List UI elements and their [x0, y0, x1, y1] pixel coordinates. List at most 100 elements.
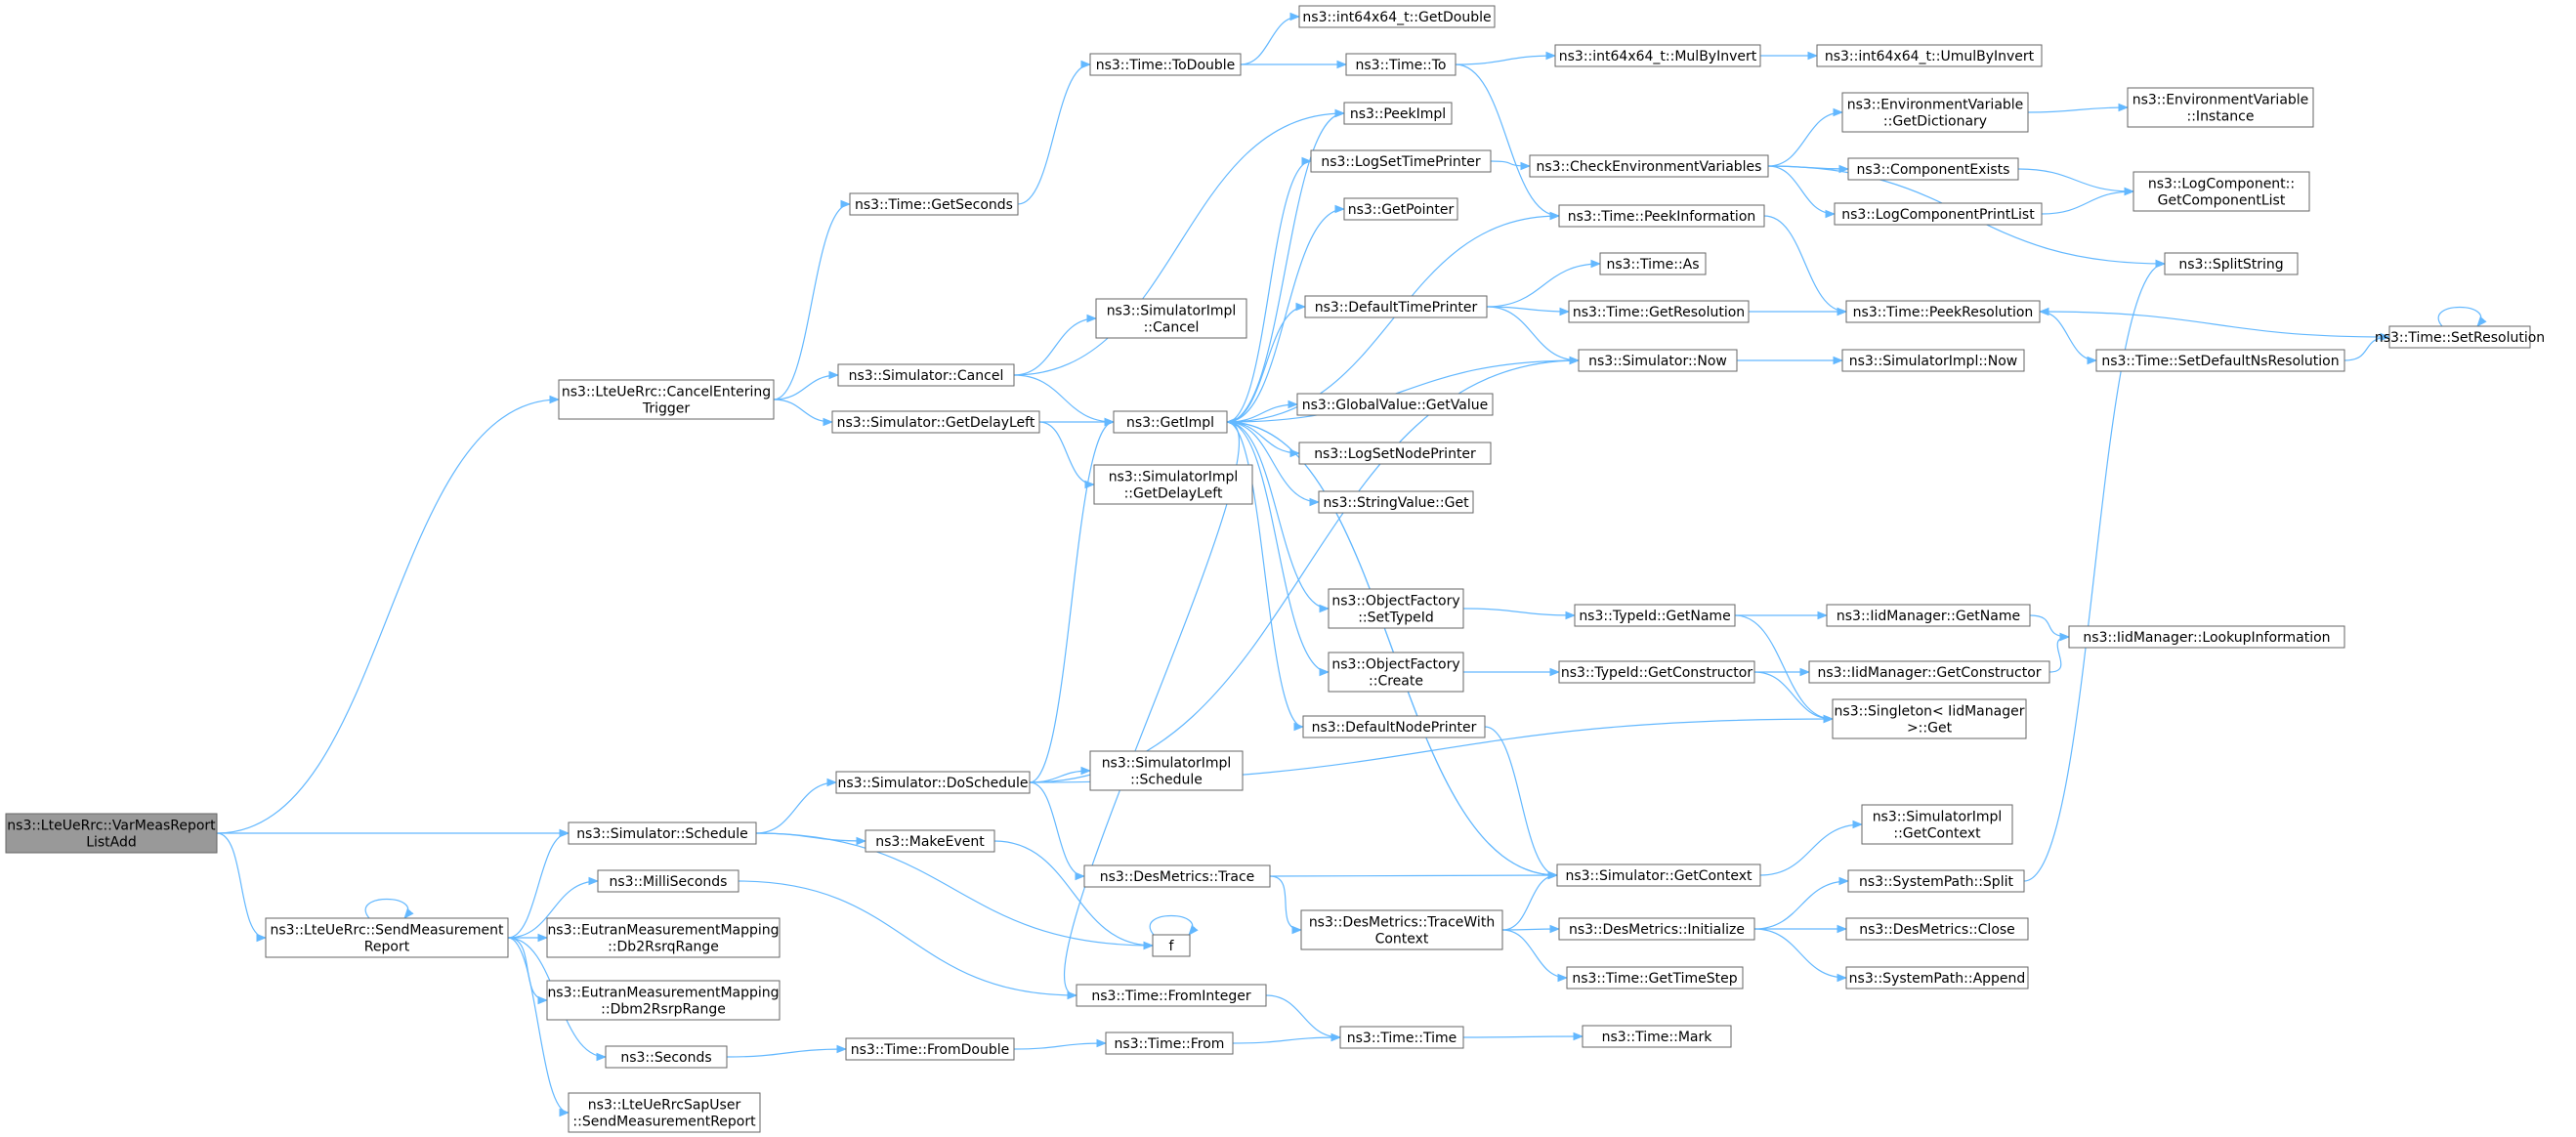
- node-env-instance[interactable]: ns3::EnvironmentVariable::Instance: [2127, 87, 2314, 128]
- node-of-set-type-id[interactable]: ns3::ObjectFactory::SetTypeId: [1328, 588, 1464, 629]
- edge-env-get-dict-to-env-instance: [2027, 103, 2130, 113]
- node-of-create[interactable]: ns3::ObjectFactory::Create: [1328, 652, 1464, 693]
- node-singleton-get[interactable]: ns3::Singleton< IidManager>::Get: [1832, 698, 2027, 739]
- node-split-string[interactable]: ns3::SplitString: [2164, 252, 2299, 275]
- edge-get-impl-to-def-time-printer: [1226, 302, 1307, 423]
- node-peek-info[interactable]: ns3::Time::PeekInformation: [1558, 204, 1765, 228]
- node-box: [1296, 393, 1494, 416]
- node-box: [1089, 750, 1244, 791]
- node-get-delay-left[interactable]: ns3::Simulator::GetDelayLeft: [831, 410, 1040, 434]
- node-label: ns3::Time::To: [1356, 58, 1447, 73]
- node-get-resolution[interactable]: ns3::Time::GetResolution: [1568, 300, 1750, 323]
- node-sap-send[interactable]: ns3::LteUeRrcSapUser::SendMeasurementRep…: [568, 1092, 761, 1133]
- node-iid-get-name[interactable]: ns3::IidManager::GetName: [1826, 604, 2031, 627]
- node-impl-now[interactable]: ns3::SimulatorImpl::Now: [1841, 349, 2025, 372]
- node-str-get[interactable]: ns3::StringValue::Get: [1318, 490, 1474, 514]
- node-from-integer[interactable]: ns3::Time::FromInteger: [1076, 984, 1267, 1007]
- node-umul-by-invert[interactable]: ns3::int64x64_t::UmulByInvert: [1816, 44, 2043, 67]
- node-label: ns3::DesMetrics::Close: [1859, 922, 2015, 938]
- node-milli[interactable]: ns3::MilliSeconds: [597, 869, 739, 893]
- node-box: [1578, 349, 1738, 372]
- node-time-from[interactable]: ns3::Time::From: [1105, 1032, 1234, 1055]
- node-make-event[interactable]: ns3::MakeEvent: [865, 829, 995, 853]
- node-time-time[interactable]: ns3::Time::Time: [1339, 1026, 1464, 1049]
- node-sys-split[interactable]: ns3::SystemPath::Split: [1847, 869, 2025, 893]
- node-label: ns3::LteUeRrc::CancelEntering: [562, 385, 771, 400]
- node-dbm2rsrp[interactable]: ns3::EutranMeasurementMapping::Dbm2RsrpR…: [546, 980, 781, 1021]
- node-def-time-printer[interactable]: ns3::DefaultTimePrinter: [1304, 295, 1488, 318]
- node-from-double[interactable]: ns3::Time::FromDouble: [845, 1037, 1015, 1061]
- node-db2rsrq[interactable]: ns3::EutranMeasurementMapping::Db2RsrqRa…: [546, 917, 781, 958]
- edge-f-to-f: [1149, 915, 1199, 936]
- node-box: [1845, 966, 2029, 990]
- node-box: [1582, 1025, 1732, 1048]
- node-label: ::Db2RsrqRange: [608, 940, 719, 955]
- node-label: ns3::SimulatorImpl: [1102, 756, 1232, 772]
- node-def-node-printer[interactable]: ns3::DefaultNodePrinter: [1302, 715, 1486, 738]
- node-gv-get-value[interactable]: ns3::GlobalValue::GetValue: [1296, 393, 1494, 416]
- node-log-set-time[interactable]: ns3::LogSetTimePrinter: [1310, 149, 1492, 173]
- node-des-close[interactable]: ns3::DesMetrics::Close: [1845, 917, 2029, 941]
- node-peek-impl[interactable]: ns3::PeekImpl: [1343, 102, 1453, 125]
- node-get-seconds[interactable]: ns3::Time::GetSeconds: [849, 192, 1019, 216]
- node-send-mr[interactable]: ns3::LteUeRrc::SendMeasurementReport: [265, 917, 509, 958]
- node-get-impl[interactable]: ns3::GetImpl: [1113, 410, 1228, 434]
- node-sys-append[interactable]: ns3::SystemPath::Append: [1845, 966, 2029, 990]
- node-label: ns3::LteUeRrc::SendMeasurement: [271, 923, 504, 939]
- edge-cancel-trig-to-sim-cancel: [773, 370, 840, 400]
- node-set-resolution[interactable]: ns3::Time::SetResolution: [2375, 325, 2545, 349]
- node-iid-get-ctor[interactable]: ns3::IidManager::GetConstructor: [1808, 660, 2050, 684]
- edge-get-impl-to-get-pointer: [1226, 204, 1346, 423]
- node-comp-exists[interactable]: ns3::ComponentExists: [1847, 157, 2019, 181]
- edge-send-mr-to-milli: [507, 876, 600, 939]
- node-time-mark[interactable]: ns3::Time::Mark: [1582, 1025, 1732, 1048]
- node-impl-schedule[interactable]: ns3::SimulatorImpl::Schedule: [1089, 750, 1244, 791]
- node-int64-get-double[interactable]: ns3::int64x64_t::GetDouble: [1298, 5, 1496, 28]
- edge-check-env-to-log-comp-print: [1767, 165, 1837, 219]
- node-peek-res[interactable]: ns3::Time::PeekResolution: [1845, 300, 2041, 323]
- node-env-get-dict[interactable]: ns3::EnvironmentVariable::GetDictionary: [1841, 92, 2029, 133]
- edge-cancel-trig-to-get-seconds: [773, 199, 852, 400]
- edge-get-impl-to-def-node-printer: [1226, 421, 1305, 732]
- node-set-def-ns[interactable]: ns3::Time::SetDefaultNsResolution: [2095, 349, 2345, 372]
- node-log-comp-get-list[interactable]: ns3::LogComponent::GetComponentList: [2133, 171, 2310, 212]
- node-time-as[interactable]: ns3::Time::As: [1599, 252, 1707, 275]
- node-box: [845, 1037, 1015, 1061]
- edge-make-event-to-f: [993, 840, 1155, 950]
- node-box: [1599, 252, 1707, 275]
- node-des-trace[interactable]: ns3::DesMetrics::Trace: [1083, 864, 1271, 888]
- node-impl-get-context[interactable]: ns3::SimulatorImpl::GetContext: [1861, 804, 2013, 845]
- node-iid-lookup[interactable]: ns3::IidManager::LookupInformation: [2068, 625, 2345, 649]
- node-type-get-ctor[interactable]: ns3::TypeId::GetConstructor: [1558, 660, 1755, 684]
- node-log-set-node[interactable]: ns3::LogSetNodePrinter: [1298, 442, 1492, 465]
- edge-peek-info-to-peek-res: [1763, 215, 1848, 316]
- node-check-env[interactable]: ns3::CheckEnvironmentVariables: [1529, 154, 1769, 178]
- node-sim-cancel[interactable]: ns3::Simulator::Cancel: [837, 363, 1015, 387]
- node-impl-delay[interactable]: ns3::SimulatorImpl::GetDelayLeft: [1093, 464, 1253, 505]
- node-get-pointer[interactable]: ns3::GetPointer: [1343, 197, 1458, 221]
- node-do-schedule[interactable]: ns3::Simulator::DoSchedule: [835, 771, 1031, 794]
- node-label: ns3::Time::FromInteger: [1091, 989, 1250, 1004]
- node-to-double[interactable]: ns3::Time::ToDouble: [1089, 53, 1242, 76]
- edge-check-env-to-env-get-dict: [1767, 107, 1844, 167]
- node-label: ns3::Time::As: [1606, 257, 1699, 273]
- node-f[interactable]: f: [1152, 934, 1191, 957]
- node-get-context[interactable]: ns3::Simulator::GetContext: [1556, 863, 1761, 887]
- node-schedule[interactable]: ns3::Simulator::Schedule: [568, 821, 757, 845]
- node-impl-cancel[interactable]: ns3::SimulatorImpl::Cancel: [1095, 298, 1247, 339]
- node-sim-now[interactable]: ns3::Simulator::Now: [1578, 349, 1738, 372]
- node-time-to[interactable]: ns3::Time::To: [1345, 53, 1457, 76]
- node-log-comp-print[interactable]: ns3::LogComponentPrintList: [1834, 202, 2043, 226]
- node-get-time-step[interactable]: ns3::Time::GetTimeStep: [1566, 966, 1744, 990]
- node-mul-by-invert[interactable]: ns3::int64x64_t::MulByInvert: [1554, 44, 1761, 67]
- edge-trace-with-to-des-init: [1501, 924, 1561, 934]
- node-label: ns3::Singleton< IidManager: [1835, 704, 2025, 720]
- node-des-init[interactable]: ns3::DesMetrics::Initialize: [1558, 917, 1755, 941]
- node-label: ns3::LogComponent::: [2148, 177, 2295, 192]
- node-type-get-name[interactable]: ns3::TypeId::GetName: [1574, 604, 1736, 627]
- node-seconds[interactable]: ns3::Seconds: [605, 1045, 728, 1069]
- node-label: ns3::DesMetrics::TraceWith: [1309, 915, 1495, 931]
